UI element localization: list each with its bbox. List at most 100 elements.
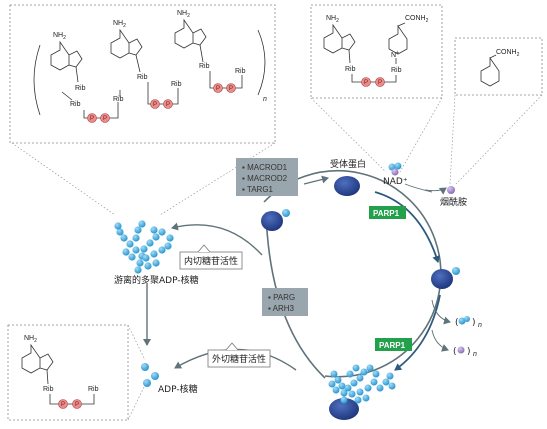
adenine-2: NH2 Rib bbox=[110, 20, 148, 81]
nad-zoom-lines bbox=[310, 97, 443, 173]
par-bead bbox=[138, 220, 146, 228]
free-par-chain bbox=[114, 220, 174, 274]
par-bead bbox=[134, 226, 142, 234]
par-bead bbox=[122, 248, 130, 256]
free-polymer-label: 游离的多聚ADP-核糖 bbox=[114, 274, 199, 286]
adenine-1-rib: Rib bbox=[75, 85, 86, 92]
par-bead bbox=[128, 253, 136, 261]
adenine-3-rib: Rib bbox=[199, 63, 210, 70]
cycle-arc bbox=[263, 170, 442, 378]
phosphate-6 bbox=[226, 83, 236, 93]
par-bead bbox=[166, 234, 174, 242]
par-bead bbox=[354, 396, 362, 404]
par-bead bbox=[356, 388, 364, 396]
svg-text:P: P bbox=[103, 116, 107, 122]
par-bead bbox=[126, 240, 134, 248]
par-bead bbox=[348, 390, 356, 398]
par-bead bbox=[344, 384, 352, 392]
par-bead bbox=[132, 234, 140, 242]
par-bead bbox=[340, 389, 348, 397]
svg-text:P: P bbox=[364, 80, 368, 86]
par-bead bbox=[376, 384, 384, 392]
nad-label: NAD⁺ bbox=[383, 177, 408, 187]
phosphate-1 bbox=[87, 113, 97, 123]
par-bead bbox=[144, 262, 152, 270]
par-bead bbox=[158, 246, 166, 254]
nad-conh2: CONH2 bbox=[405, 15, 429, 24]
par-bead bbox=[356, 374, 364, 382]
nad-nplus: N+ bbox=[391, 50, 399, 59]
enzyme-arh3: ▪ ARH3 bbox=[268, 304, 295, 313]
nad-rib-2: Rib bbox=[391, 67, 402, 74]
par-bead bbox=[360, 368, 368, 376]
output-1-close-paren: ) bbox=[472, 318, 476, 328]
output-2-open-paren: ( bbox=[453, 347, 457, 357]
output-1-open-paren: ( bbox=[455, 318, 459, 328]
polymer-structure-box: n NH2 Rib NH2 Rib NH2 Rib Rib Rib P bbox=[9, 4, 276, 144]
par-bead bbox=[372, 370, 380, 378]
svg-text:P: P bbox=[90, 116, 94, 122]
adenine-3-nh2: NH2 bbox=[177, 10, 190, 19]
adp-ribose-beads: ADP-核糖 bbox=[141, 363, 198, 395]
par-bead bbox=[150, 250, 158, 258]
svg-text:P: P bbox=[153, 102, 157, 108]
par-bead bbox=[366, 364, 374, 372]
nad-nh2: NH2 bbox=[326, 15, 339, 24]
parp1-tag-top bbox=[369, 206, 406, 219]
endo-callout-box bbox=[179, 251, 243, 270]
output-2-n: n bbox=[473, 351, 477, 358]
enzyme-parg: ▪ PARG bbox=[268, 293, 295, 302]
output-1: ( ) n bbox=[455, 316, 482, 329]
cycle-arrow-top bbox=[303, 175, 329, 185]
nicotinamide-label: 烟酰胺 bbox=[440, 196, 467, 208]
output-1-n: n bbox=[478, 322, 482, 329]
parp1-tag-bottom-label: PARP1 bbox=[379, 341, 406, 350]
par-bead bbox=[362, 394, 370, 402]
parp1-arrow-bottom bbox=[394, 294, 441, 371]
adp-zoom-lines bbox=[127, 324, 146, 421]
par-bead bbox=[328, 380, 336, 388]
adp-ribose-label: ADP-核糖 bbox=[158, 383, 198, 395]
exo-label: 外切糖苷活性 bbox=[212, 353, 266, 365]
par-bead bbox=[150, 226, 158, 234]
phosphate-2 bbox=[100, 113, 110, 123]
phosphate-5 bbox=[213, 83, 223, 93]
svg-text:P: P bbox=[216, 86, 220, 92]
adp-phosphate-2 bbox=[72, 399, 82, 409]
output-arrow-2 bbox=[431, 329, 449, 352]
par-bead bbox=[114, 222, 122, 230]
endo-callout: 内切糖苷活性 bbox=[179, 244, 243, 270]
nad-phosphate-2 bbox=[375, 77, 385, 87]
par-bead bbox=[370, 378, 378, 386]
polymer-box-frame bbox=[9, 4, 276, 144]
nicotinamide-release-arrow bbox=[424, 187, 447, 195]
par-bead bbox=[152, 259, 160, 267]
phosphate-4 bbox=[163, 99, 173, 109]
exo-callout: 外切糖苷活性 bbox=[207, 342, 271, 368]
output-arrow-1 bbox=[431, 299, 451, 325]
parp1-tag-bottom bbox=[375, 338, 412, 351]
nicotinamide-zoom-lines bbox=[449, 94, 543, 185]
parp1-arrow-top bbox=[374, 191, 441, 263]
adenine-2-rib: Rib bbox=[137, 74, 148, 81]
par-bead bbox=[140, 245, 148, 253]
svg-text:P: P bbox=[61, 402, 65, 408]
nad-structure-box: NH2 Rib CONH2 N+ Rib P P bbox=[310, 4, 443, 99]
backbone-rib-4: Rib bbox=[235, 68, 246, 75]
left-bracket bbox=[33, 44, 41, 116]
nad-molecule: NAD⁺ bbox=[383, 162, 408, 187]
par-bead bbox=[364, 384, 372, 392]
parp1-tag-top-label: PARP1 bbox=[373, 209, 400, 218]
par-bead bbox=[146, 239, 154, 247]
nad-phosphate-1 bbox=[361, 77, 371, 87]
svg-text:P: P bbox=[229, 86, 233, 92]
par-bead bbox=[164, 242, 172, 250]
polymer-n-subscript: n bbox=[263, 96, 267, 103]
adenine-2-nh2: NH2 bbox=[113, 20, 126, 29]
adp-ribose-structure-box: NH2 Rib Rib P P bbox=[7, 324, 129, 421]
adp-phosphate-1 bbox=[58, 399, 68, 409]
nicotinamide-box-frame bbox=[454, 37, 543, 96]
par-bead bbox=[116, 228, 124, 236]
